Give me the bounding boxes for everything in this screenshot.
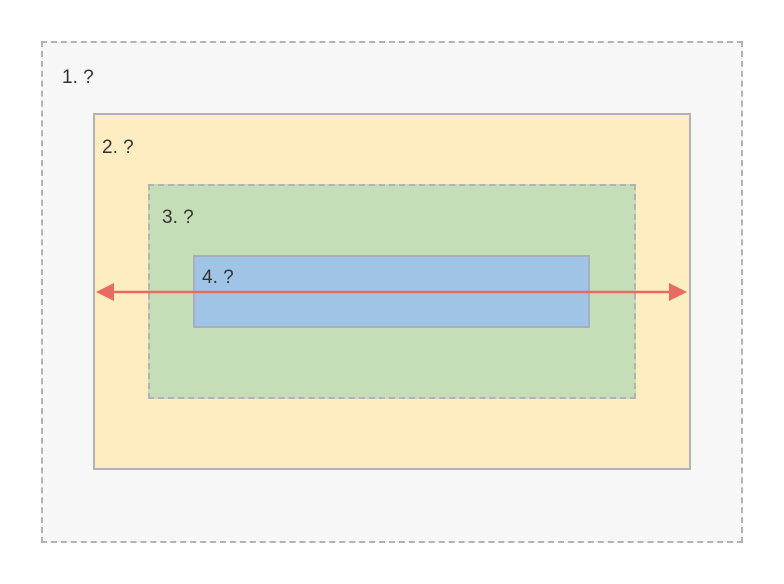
box-1-label: 1. ?	[62, 67, 94, 88]
box-2-label: 2. ?	[102, 137, 134, 158]
box-3-label: 3. ?	[162, 207, 194, 228]
inner-box-4	[193, 255, 590, 328]
box-4-label: 4. ?	[202, 267, 234, 288]
